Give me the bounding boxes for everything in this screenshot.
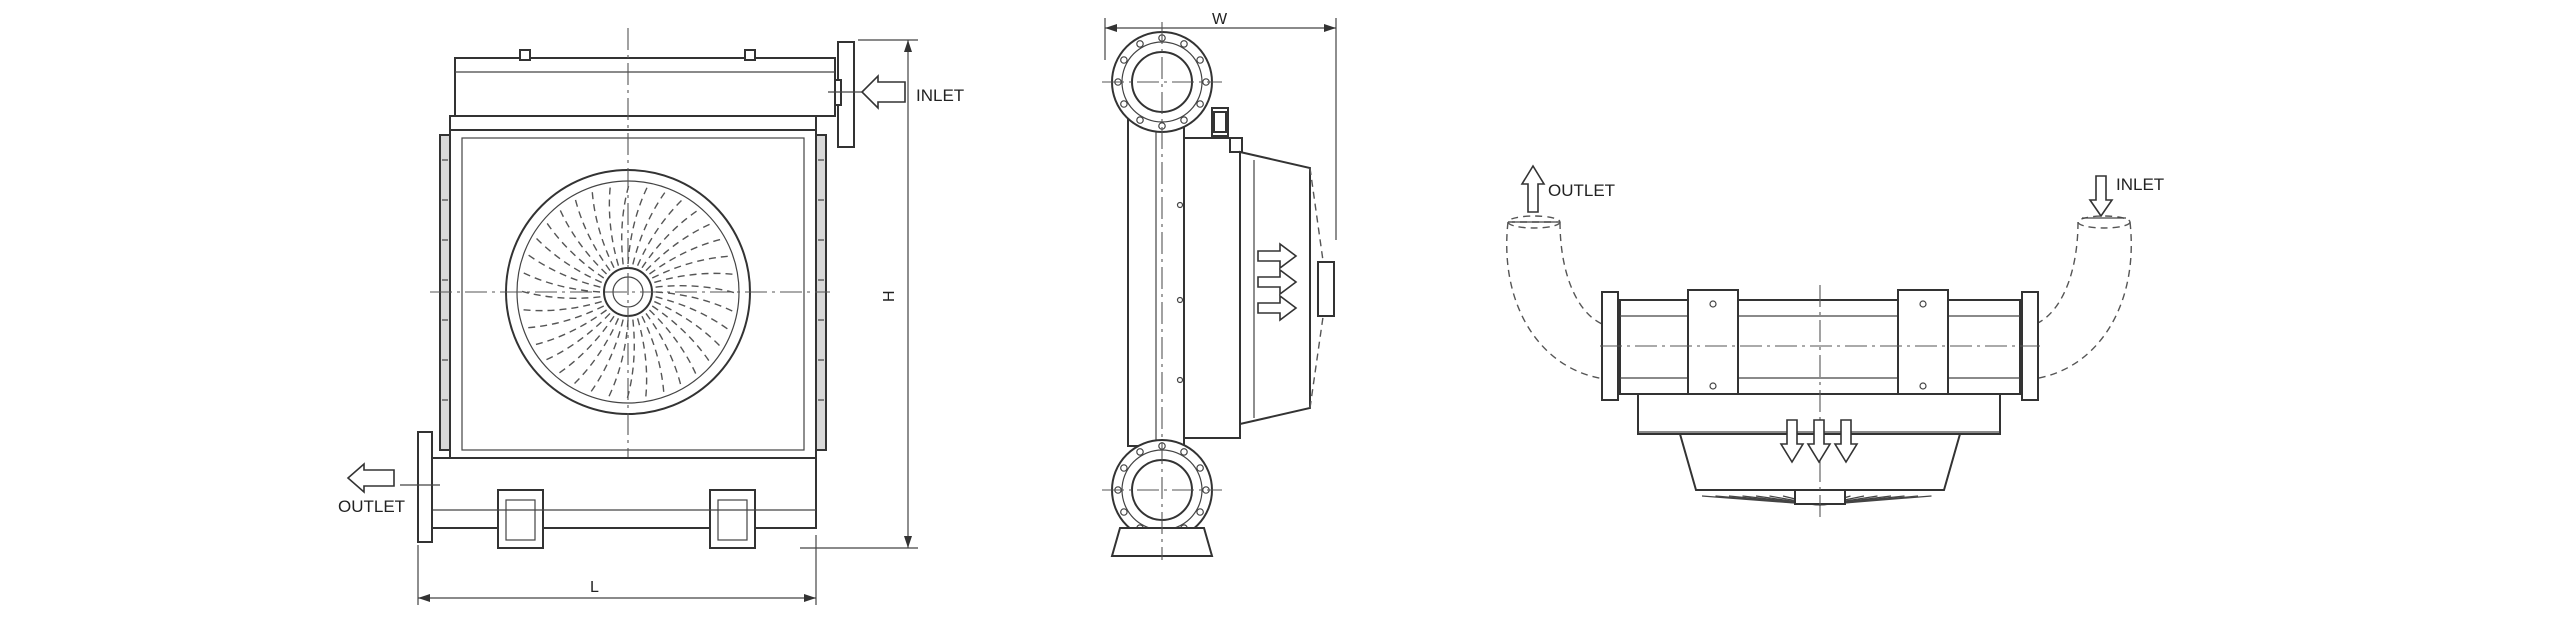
fan-blade [546,312,611,361]
fan-blade [590,319,624,392]
flange-bolt [1196,464,1204,472]
flange-bolt [1180,40,1188,48]
top-view: OUTLET INLET [1506,164,2164,520]
fan-blade [535,309,607,346]
base-foot-right [709,489,756,549]
fan-blade [608,187,620,266]
length-label: L [590,579,599,596]
fan-blade [608,319,629,397]
fan-blade [626,319,635,399]
width-label: W [1212,11,1228,28]
fan-blade [559,210,608,275]
airflow-arrow-3 [1257,294,1298,322]
flange-bolt [1196,508,1204,516]
fan-blade [655,291,733,312]
flange-bolt [1120,100,1128,108]
airflow-arrow-1 [1257,242,1298,270]
fan-blade [654,272,733,284]
base-frame [429,457,817,529]
inlet-arrow [860,74,906,110]
fan-blade [559,315,615,374]
fan-blade [535,238,602,284]
flange-bolt [1180,448,1188,456]
down-arrow-3 [1833,419,1859,464]
front-outlet-label: OUTLET [338,497,405,516]
base-foot-left [497,489,544,549]
down-arrow-1 [1779,419,1805,464]
top-flange [1111,31,1213,133]
fan-blade [651,305,710,361]
down-arrow-2 [1806,419,1832,464]
fan-blade [521,290,601,299]
top-outlet-label: OUTLET [1548,181,1615,200]
flange-bolt [1120,56,1128,64]
fan-blade [651,255,728,279]
fan-blade [649,238,721,275]
fan-blade [523,300,602,312]
fan-blade [655,296,728,330]
height-label: H [881,290,898,302]
fan-blade [574,199,611,271]
front-inlet-label: INLET [916,86,964,105]
fan-blade [528,305,605,329]
fan-blade [627,187,648,265]
flange-bolt [1196,100,1204,108]
fan-blade [528,254,601,288]
fan-blade [645,223,710,272]
top-inlet-arrow [2088,175,2114,218]
flange-bolt [1120,464,1128,472]
fan-blade [574,318,620,385]
fan-blade [641,315,665,392]
flange-bolt [1136,40,1144,48]
fan-blade [546,223,605,279]
fan-blade [621,185,630,265]
side-fan-hub [1317,261,1335,317]
fan-blade [632,192,666,265]
fan-blade [636,318,648,397]
top-inlet-label: INLET [2116,175,2164,194]
side-view: W [1102,11,1337,560]
flange-bolt [1120,508,1128,516]
bracket-right [1897,289,1949,399]
fan-blade [636,199,682,266]
outlet-flange [417,431,433,543]
bracket-left [1687,289,1739,399]
fan-blade [523,272,601,293]
fan-blade [648,309,697,374]
fan-blade [641,210,697,269]
flange-bolt [1136,116,1144,124]
airflow-arrow-2 [1257,268,1298,296]
fan-blades [521,185,735,399]
side-fan-shroud [1239,150,1311,426]
fan-blade [655,285,735,294]
flange-bolt [1196,56,1204,64]
front-view: INLET OUTLET H L [338,28,964,605]
top-outlet-arrow [1520,164,1546,213]
fan-blade [591,192,615,269]
flange-bolt [1180,116,1188,124]
fan-blade [654,300,721,346]
outlet-arrow [346,462,395,494]
flange-bolt [1136,448,1144,456]
fan-blade [645,313,682,385]
top-header-pipe [454,57,836,117]
